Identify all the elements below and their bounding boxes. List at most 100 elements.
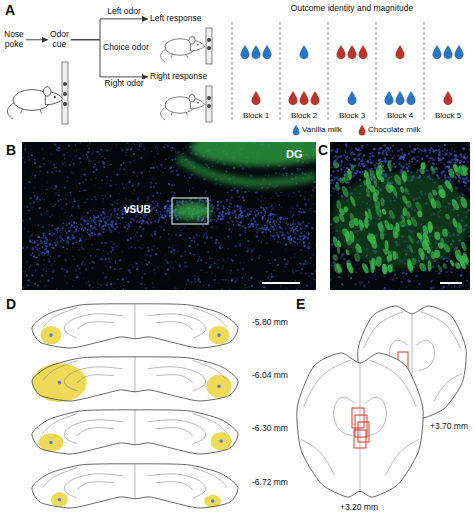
- nucleus-stain: [101, 227, 103, 229]
- nucleus-stain: [162, 172, 163, 173]
- nucleus-stain: [218, 212, 220, 214]
- milk-drop: [252, 91, 261, 105]
- nucleus-stain: [110, 148, 112, 150]
- nucleus-stain: [81, 229, 82, 230]
- nucleus-stain: [107, 253, 108, 254]
- nucleus-stain: [104, 276, 106, 278]
- nucleus-stain: [115, 223, 117, 225]
- nucleus-stain: [303, 242, 306, 245]
- legend-swatch: [293, 125, 300, 136]
- nucleus-stain: [270, 220, 271, 221]
- nucleus-stain: [171, 184, 173, 186]
- nucleus-stain: [83, 173, 86, 176]
- nucleus-stain: [34, 162, 37, 165]
- nucleus-stain: [76, 276, 79, 279]
- nucleus-stain: [140, 155, 141, 156]
- nucleus-stain: [289, 235, 291, 237]
- nucleus-stain: [205, 199, 206, 200]
- nucleus-stain: [291, 227, 293, 229]
- nucleus-stain: [55, 185, 58, 188]
- nucleus-stain: [296, 225, 298, 227]
- nucleus-stain: [68, 222, 70, 224]
- nucleus-stain: [42, 252, 44, 254]
- nucleus-stain: [130, 272, 131, 273]
- nucleus-stain: [287, 193, 289, 195]
- nucleus-stain: [102, 198, 104, 200]
- nucleus-stain: [116, 216, 117, 217]
- nucleus-stain: [279, 171, 280, 172]
- nucleus-stain: [228, 210, 229, 211]
- nucleus-stain: [43, 157, 45, 159]
- nucleus-stain: [101, 258, 103, 260]
- nucleus-stain: [197, 289, 198, 290]
- nucleus-stain: [59, 189, 61, 191]
- nucleus-stain: [154, 272, 156, 274]
- nucleus-stain: [56, 192, 57, 193]
- nucleus-stain: [271, 251, 273, 253]
- nucleus-stain: [156, 191, 158, 193]
- nucleus-stain: [70, 202, 72, 204]
- nucleus-stain: [291, 216, 293, 218]
- nucleus-stain: [147, 246, 149, 248]
- nucleus-stain: [93, 171, 95, 173]
- nucleus-stain: [81, 244, 83, 246]
- nucleus-stain: [116, 203, 118, 205]
- nucleus-stain: [267, 286, 268, 287]
- nucleus-stain: [73, 200, 75, 202]
- nucleus-stain: [276, 228, 278, 230]
- nucleus-stain: [154, 156, 155, 157]
- nucleus-stain: [213, 219, 215, 221]
- milk-drop: [348, 45, 357, 59]
- nucleus-stain: [273, 237, 275, 239]
- nucleus-stain: [57, 194, 59, 196]
- nucleus-stain: [41, 254, 43, 256]
- nucleus-stain: [64, 212, 65, 213]
- nucleus-stain: [256, 235, 258, 237]
- nucleus-stain: [195, 238, 196, 239]
- nucleus-stain: [106, 240, 107, 241]
- nucleus-stain: [89, 288, 92, 290]
- nucleus-stain: [265, 198, 266, 199]
- nucleus-stain: [211, 258, 213, 260]
- nucleus-stain: [78, 157, 81, 160]
- nucleus-stain: [82, 155, 84, 157]
- nucleus-stain: [236, 190, 238, 192]
- nucleus-stain: [226, 168, 228, 170]
- nucleus-stain: [44, 252, 46, 254]
- nucleus-stain: [39, 170, 41, 172]
- nucleus-stain: [88, 157, 90, 159]
- nucleus-stain: [308, 276, 310, 278]
- nucleus-stain: [100, 187, 102, 189]
- nucleus-stain: [228, 228, 230, 230]
- nucleus-stain: [131, 218, 133, 220]
- nucleus-stain: [88, 280, 89, 281]
- nucleus-stain: [186, 239, 187, 240]
- nucleus-stain: [58, 255, 60, 257]
- nucleus-stain: [307, 246, 309, 248]
- nucleus-stain: [238, 214, 240, 216]
- nucleus-stain: [219, 208, 221, 210]
- nucleus-stain: [298, 224, 300, 226]
- nucleus-stain: [105, 195, 106, 196]
- milk-drop: [241, 45, 250, 59]
- nucleus-stain: [241, 215, 244, 218]
- nucleus-stain: [64, 258, 66, 260]
- nucleus-stain: [130, 222, 132, 224]
- port-panel: [206, 86, 212, 122]
- nucleus-stain: [301, 212, 303, 214]
- nucleus-stain: [179, 264, 181, 266]
- nucleus-stain: [32, 253, 34, 255]
- milk-drop: [444, 45, 453, 59]
- nucleus-stain: [221, 213, 223, 215]
- nucleus-stain: [114, 210, 116, 212]
- nucleus-stain: [285, 227, 286, 228]
- nucleus-stain: [46, 239, 49, 242]
- nucleus-stain: [243, 210, 245, 212]
- nucleus-stain: [32, 209, 33, 210]
- nucleus-stain: [109, 203, 110, 204]
- nucleus-stain: [153, 203, 155, 205]
- nucleus-stain: [26, 246, 28, 248]
- nucleus-stain: [119, 193, 120, 194]
- nucleus-stain: [91, 179, 92, 180]
